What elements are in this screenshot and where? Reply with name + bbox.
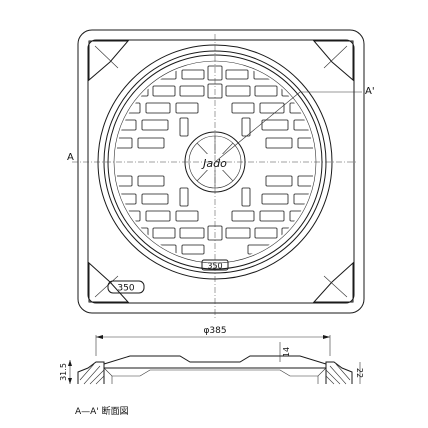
frame-profile-right — [325, 361, 353, 384]
diameter-label: φ385 — [203, 326, 226, 336]
inner-frame — [87, 39, 355, 304]
right-dimension-label: 22 — [355, 368, 364, 378]
plan-view: Jado 350 350 A' A — [67, 29, 375, 318]
section-mark-right: A' — [365, 86, 375, 97]
section-leader — [214, 91, 301, 163]
frame-badge-text: 350 — [117, 284, 134, 294]
logo-text: Jado — [201, 157, 227, 170]
step-dimension-label: 14 — [282, 347, 291, 357]
outer-frame — [77, 29, 365, 314]
section-view: φ385 14 31.5 22 A—A' 断面図 — [59, 326, 364, 417]
section-caption: A—A' 断面図 — [75, 405, 129, 417]
frame-badge-frame — [107, 280, 145, 294]
cover-profile — [103, 355, 327, 369]
section-mark-left: A — [67, 152, 74, 163]
frame-profile-left — [77, 361, 105, 384]
height-dimension-label: 31.5 — [59, 363, 68, 381]
